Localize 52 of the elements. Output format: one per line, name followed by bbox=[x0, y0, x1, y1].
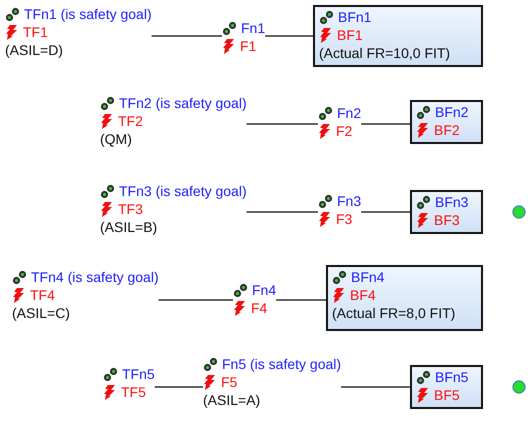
connector-line bbox=[276, 299, 326, 301]
failure-name: F2 bbox=[336, 123, 352, 139]
failure-name: F4 bbox=[251, 300, 268, 316]
block-box bbox=[410, 190, 483, 234]
failure-name: TF1 bbox=[23, 24, 48, 40]
function-name: Fn5 (is safety goal) bbox=[222, 356, 342, 372]
failure-name: F3 bbox=[336, 211, 352, 227]
asil-note: (ASIL=C) bbox=[12, 305, 70, 321]
connector-line bbox=[158, 299, 233, 301]
function-name: BFn5 bbox=[435, 369, 468, 385]
function-name: Fn2 bbox=[337, 105, 362, 121]
function-name: TFn5 bbox=[122, 366, 155, 382]
function-name: BFn2 bbox=[435, 104, 468, 120]
function-name: TFn3 (is safety goal) bbox=[119, 183, 247, 199]
connector-line bbox=[246, 123, 318, 125]
function-name: TFn1 (is safety goal) bbox=[24, 6, 152, 22]
failure-name: F1 bbox=[240, 38, 256, 54]
function-name: Fn1 bbox=[241, 20, 266, 36]
failure-name: TF5 bbox=[121, 384, 146, 400]
asil-note: (Actual FR=8,0 FIT) bbox=[332, 305, 456, 321]
failure-name: TF4 bbox=[30, 287, 55, 303]
connector-line bbox=[154, 386, 203, 388]
block-box bbox=[326, 265, 483, 331]
function-name: BFn4 bbox=[351, 269, 384, 285]
function-name: BFn3 bbox=[435, 194, 468, 210]
connector-line bbox=[246, 211, 318, 213]
block-box bbox=[410, 365, 483, 409]
connector-line bbox=[341, 386, 410, 388]
failure-name: BF5 bbox=[434, 387, 460, 403]
failure-name: F5 bbox=[221, 374, 238, 390]
failure-name: TF2 bbox=[118, 113, 143, 129]
function-name: TFn2 (is safety goal) bbox=[119, 95, 247, 111]
connector-line bbox=[361, 123, 410, 125]
failure-name: BF1 bbox=[337, 27, 363, 43]
function-name: BFn1 bbox=[338, 9, 372, 25]
connector-line bbox=[152, 35, 222, 37]
asil-note: (ASIL=D) bbox=[5, 42, 63, 58]
block-box bbox=[410, 100, 483, 144]
connector-line bbox=[361, 211, 410, 213]
function-name: Fn3 bbox=[337, 193, 362, 209]
block-box bbox=[313, 5, 483, 67]
asil-note: (Actual FR=10,0 FIT) bbox=[319, 45, 450, 61]
asil-note: (ASIL=A) bbox=[203, 392, 260, 408]
asil-note: (ASIL=B) bbox=[100, 219, 158, 235]
function-name: TFn4 (is safety goal) bbox=[31, 269, 159, 285]
asil-note: (QM) bbox=[100, 131, 132, 147]
failure-name: BF2 bbox=[434, 122, 460, 138]
failure-name: BF4 bbox=[350, 287, 376, 303]
failure-name: TF3 bbox=[118, 201, 143, 217]
connector-line bbox=[265, 35, 313, 37]
function-name: Fn4 bbox=[252, 282, 276, 298]
failure-name: BF3 bbox=[434, 212, 460, 228]
